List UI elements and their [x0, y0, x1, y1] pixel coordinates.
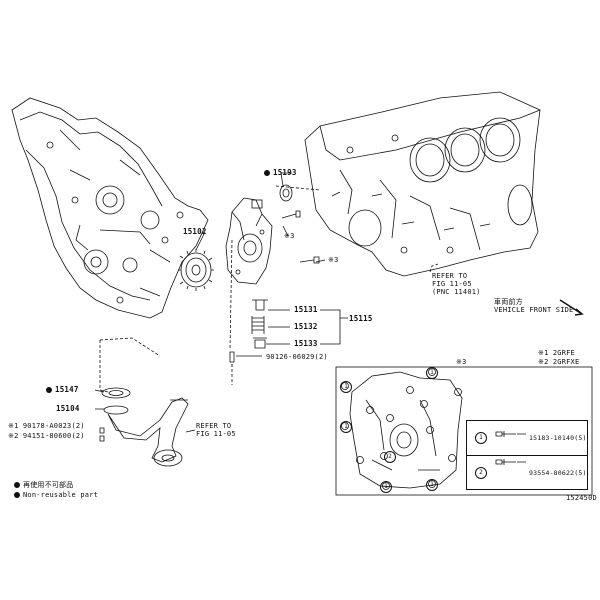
legend-en: Non-reusable part: [14, 491, 98, 499]
detail-header: ※3: [456, 358, 467, 366]
refer-oil-fig-label: REFER TO FIG 11-05: [196, 422, 236, 438]
callout-1: 1: [340, 381, 354, 393]
callout-1: 1: [426, 367, 440, 379]
gasket-leaders: [94, 389, 105, 410]
bolt-table-row: 2 93554-80622(5): [467, 455, 587, 490]
part-90126-label: 90126-06029(2): [266, 353, 328, 361]
part-15115-label: 15115: [349, 314, 373, 323]
bolt-lower-drawing: [299, 256, 320, 264]
spring-drawing: [251, 316, 265, 334]
part-15102-label: 15102: [183, 227, 207, 236]
row-part: 93554-80622(5): [529, 469, 587, 477]
part-15193-label: 15193: [264, 169, 297, 177]
circled-number: 2: [475, 467, 487, 479]
detail-note-1: ※1 2GRFE: [538, 349, 575, 357]
plug-drawing: [253, 337, 267, 349]
row-part: 15183-10140(5): [529, 434, 587, 442]
figure-code: 152450D: [566, 494, 597, 502]
legend-text: Non-reusable part: [23, 491, 99, 499]
detail-box: [335, 366, 593, 496]
non-reusable-dot: [14, 482, 20, 488]
row-number: 1: [475, 432, 489, 444]
legend-text: 再使用不可部品: [23, 481, 74, 489]
bolt-table: 1 15183-10140(5) 2 93554-80622(5): [466, 420, 588, 490]
part-15132-label: 15132: [294, 322, 318, 331]
part-15133-label: 15133: [294, 339, 318, 348]
vehicle-front-en: VEHICLE FRONT SIDE: [494, 306, 574, 314]
part-15104-label: 15104: [56, 404, 80, 413]
part-94151-label: ※2 94151-80600(2): [8, 432, 85, 440]
vehicle-front-label: 車両前方 VEHICLE FRONT SIDE: [494, 298, 573, 314]
refer-line-1: REFER TO: [196, 422, 232, 430]
callout-1: 1: [426, 479, 440, 491]
timing-chain-cover-drawing: [11, 97, 209, 319]
bolt-upper-drawing: [281, 210, 301, 219]
callout-2: 2: [384, 451, 398, 463]
part-number: 15147: [55, 385, 79, 394]
legend-jp: 再使用不可部品: [14, 481, 73, 489]
crank-pulley-drawing: [178, 249, 214, 291]
refer-line-3: (PNC 11401): [432, 288, 481, 296]
detail-cover-drawing: [341, 368, 463, 490]
callout-1: 1: [380, 481, 394, 493]
engine-block-drawing: [304, 91, 541, 277]
mark-x3-label: ※3: [328, 256, 339, 264]
circled-number: 1: [475, 432, 487, 444]
vehicle-front-jp: 車両前方: [494, 298, 523, 306]
circled-number: 1: [340, 421, 352, 433]
mark-x3-label: ※3: [284, 232, 295, 240]
nuts-drawing: [99, 427, 105, 442]
relief-valve-drawing: [252, 299, 268, 311]
circled-number: 2: [384, 451, 396, 463]
circled-number: 1: [340, 381, 352, 393]
bolt-2-drawing: [495, 459, 516, 465]
part-number: 15193: [273, 168, 297, 177]
circled-number: 1: [426, 367, 438, 379]
oil-strainer-drawing: [101, 387, 189, 467]
part-90178-label: ※1 90178-A0023(2): [8, 422, 85, 430]
part-15131-label: 15131: [294, 305, 318, 314]
circled-number: 1: [426, 479, 438, 491]
front-arrow: [559, 299, 584, 316]
oil-pump-drawing: [225, 197, 273, 285]
refer-line-1: REFER TO: [432, 272, 468, 280]
stud-drawing: [229, 351, 235, 363]
detail-note-2: ※2 2GRFXE: [538, 358, 580, 366]
refer-line-2: FIG 11-05: [196, 430, 236, 438]
bolt-1-drawing: [495, 431, 516, 437]
refer-fig-label: REFER TO FIG 11-05 (PNC 11401): [432, 272, 481, 296]
oil-seal-drawing: [279, 184, 293, 202]
bolt-table-row: 1 15183-10140(5): [467, 421, 587, 455]
refer-line-2: FIG 11-05: [432, 280, 472, 288]
non-reusable-dot: [14, 492, 20, 498]
non-reusable-dot: [264, 170, 270, 176]
part-15147-label: 15147: [46, 386, 79, 394]
row-number: 2: [475, 467, 489, 479]
callout-1: 1: [340, 421, 354, 433]
circled-number: 1: [380, 481, 392, 493]
non-reusable-dot: [46, 387, 52, 393]
